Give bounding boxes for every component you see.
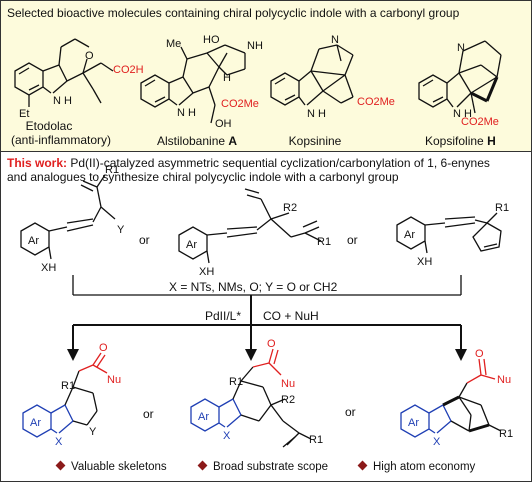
dienyne-xh-label: XH	[199, 266, 214, 278]
or-separator-4: or	[345, 405, 356, 419]
kopsifoline-name: Kopsifoline	[425, 134, 484, 148]
kopsinine-structure: N CO2Me N H	[270, 34, 395, 120]
bullet-diamond-icon	[357, 460, 368, 471]
product3-o-label: O	[475, 348, 484, 360]
cyclopentenyne-xh-label: XH	[417, 256, 432, 268]
bullet-diamond-icon	[55, 460, 66, 471]
product1-nu-label: Nu	[107, 374, 121, 386]
kopsifoline-ester-label: CO2Me	[461, 116, 499, 128]
enyne-ar-label: Ar	[28, 235, 39, 247]
product3-ar-label: Ar	[408, 417, 419, 429]
etodolac-note: (anti-inflammatory)	[10, 133, 112, 147]
etodolac-name: Etodolac	[25, 119, 73, 133]
feature-valuable-skeletons: Valuable skeletons	[55, 460, 167, 473]
kopsifoline-structure: N CO2Me N H	[418, 40, 502, 128]
reagents-label: CO + NuH	[261, 309, 321, 323]
cyclopentenyne-ar-label: Ar	[404, 229, 415, 241]
alstilobanine-caption: Alstilobanine A	[157, 134, 237, 148]
or-separator-1: or	[139, 233, 150, 247]
this-work-line2: and analogues to synthesize chiral polyc…	[7, 170, 399, 184]
kopsifoline-nh-label: N H	[453, 108, 472, 120]
product2-x-label: X	[223, 430, 231, 442]
alstilobanine-structure: Me HO NH H CO2Me OH N H	[140, 34, 263, 130]
alstilobanine-nh-label: N H	[177, 107, 196, 119]
feature-broad-scope: Broad substrate scope	[197, 460, 329, 473]
etodolac-structure: O CO2H N H Et	[14, 38, 144, 120]
conditions-text: X = NTs, NMs, O; Y = O or CH2	[169, 280, 338, 294]
alstilobanine-ester-label: CO2Me	[221, 98, 259, 110]
alstilobanine-name: Alstilobanine	[157, 134, 226, 148]
alstilobanine-me-label: Me	[166, 38, 181, 50]
product1-ar-label: Ar	[30, 417, 41, 429]
etodolac-et-label: Et	[19, 108, 29, 120]
substrate-dienyne: Ar XH R2 R1	[178, 188, 331, 278]
or-separator-3: or	[143, 407, 154, 421]
alstilobanine-nh-ring-label: NH	[247, 40, 263, 52]
this-work-line1: This work: Pd(II)-catalyzed asymmetric s…	[7, 156, 490, 170]
this-work-text1: Pd(II)-catalyzed asymmetric sequential c…	[70, 156, 490, 170]
product3-r1-label: R1	[499, 428, 513, 440]
product-vinyl-substituted: Ar X R1 R2 R1 O Nu	[190, 338, 323, 448]
product1-r1-label: R1	[61, 380, 75, 392]
dienyne-r1-label: R1	[317, 236, 331, 248]
catalyst-label: PdII/L*	[203, 309, 244, 323]
etodolac-nh-label: N H	[53, 95, 72, 107]
cyclopentenyne-r1-label: R1	[495, 202, 509, 214]
product1-x-label: X	[55, 436, 63, 448]
alstilobanine-oh-label: OH	[215, 118, 232, 130]
kopsinine-name: Kopsinine	[288, 134, 342, 148]
reaction-arrows	[67, 275, 467, 361]
substrate-enyne: Ar XH Y R1	[20, 164, 125, 274]
this-work-lead: This work:	[7, 156, 68, 170]
feature-atom-economy: High atom economy	[357, 460, 476, 473]
dienyne-r2-label: R2	[283, 202, 297, 214]
product2-nu-label: Nu	[281, 378, 295, 390]
kopsifoline-caption: Kopsifoline H	[425, 134, 496, 148]
or-separator-2: or	[347, 233, 358, 247]
product1-o-label: O	[99, 342, 108, 354]
feature-text-3: High atom economy	[373, 461, 476, 473]
etodolac-o-label: O	[85, 50, 94, 62]
product2-r1b-label: R1	[309, 434, 323, 446]
feature-text-2: Broad substrate scope	[213, 461, 329, 473]
product2-r1-label: R1	[229, 376, 243, 388]
kopsifoline-n-label: N	[457, 42, 465, 54]
alstilobanine-h-label: H	[223, 72, 231, 84]
enyne-r1-label: R1	[105, 164, 119, 176]
substrate-cyclopentenyne: Ar XH R1	[396, 202, 509, 268]
kopsinine-ester-label: CO2Me	[357, 96, 395, 108]
kopsifoline-suffix: H	[487, 134, 496, 148]
dienyne-ar-label: Ar	[186, 239, 197, 251]
product-bridged-bicyclic: Ar X R1 O Nu	[400, 348, 513, 448]
feature-text-1: Valuable skeletons	[71, 461, 167, 473]
alstilobanine-ho-label: HO	[203, 34, 220, 46]
product2-r2-label: R2	[281, 394, 295, 406]
product2-ar-label: Ar	[198, 411, 209, 423]
product2-o-label: O	[267, 338, 276, 350]
product3-x-label: X	[433, 436, 441, 448]
bullet-diamond-icon	[197, 460, 208, 471]
etodolac-acid-label: CO2H	[113, 64, 144, 76]
panel-title: Selected bioactive molecules containing …	[7, 6, 460, 20]
kopsinine-n-label: N	[331, 34, 339, 46]
enyne-xh-label: XH	[41, 262, 56, 274]
alstilobanine-suffix: A	[228, 134, 238, 148]
product-tetrahydrocarbazole-type: Ar X Y R1 O Nu	[22, 342, 121, 448]
bioactive-molecules-panel	[1, 1, 531, 152]
product1-y-label: Y	[89, 426, 97, 438]
enyne-y-label: Y	[117, 224, 125, 236]
product3-nu-label: Nu	[497, 374, 511, 386]
kopsinine-nh-label: N H	[307, 108, 326, 120]
